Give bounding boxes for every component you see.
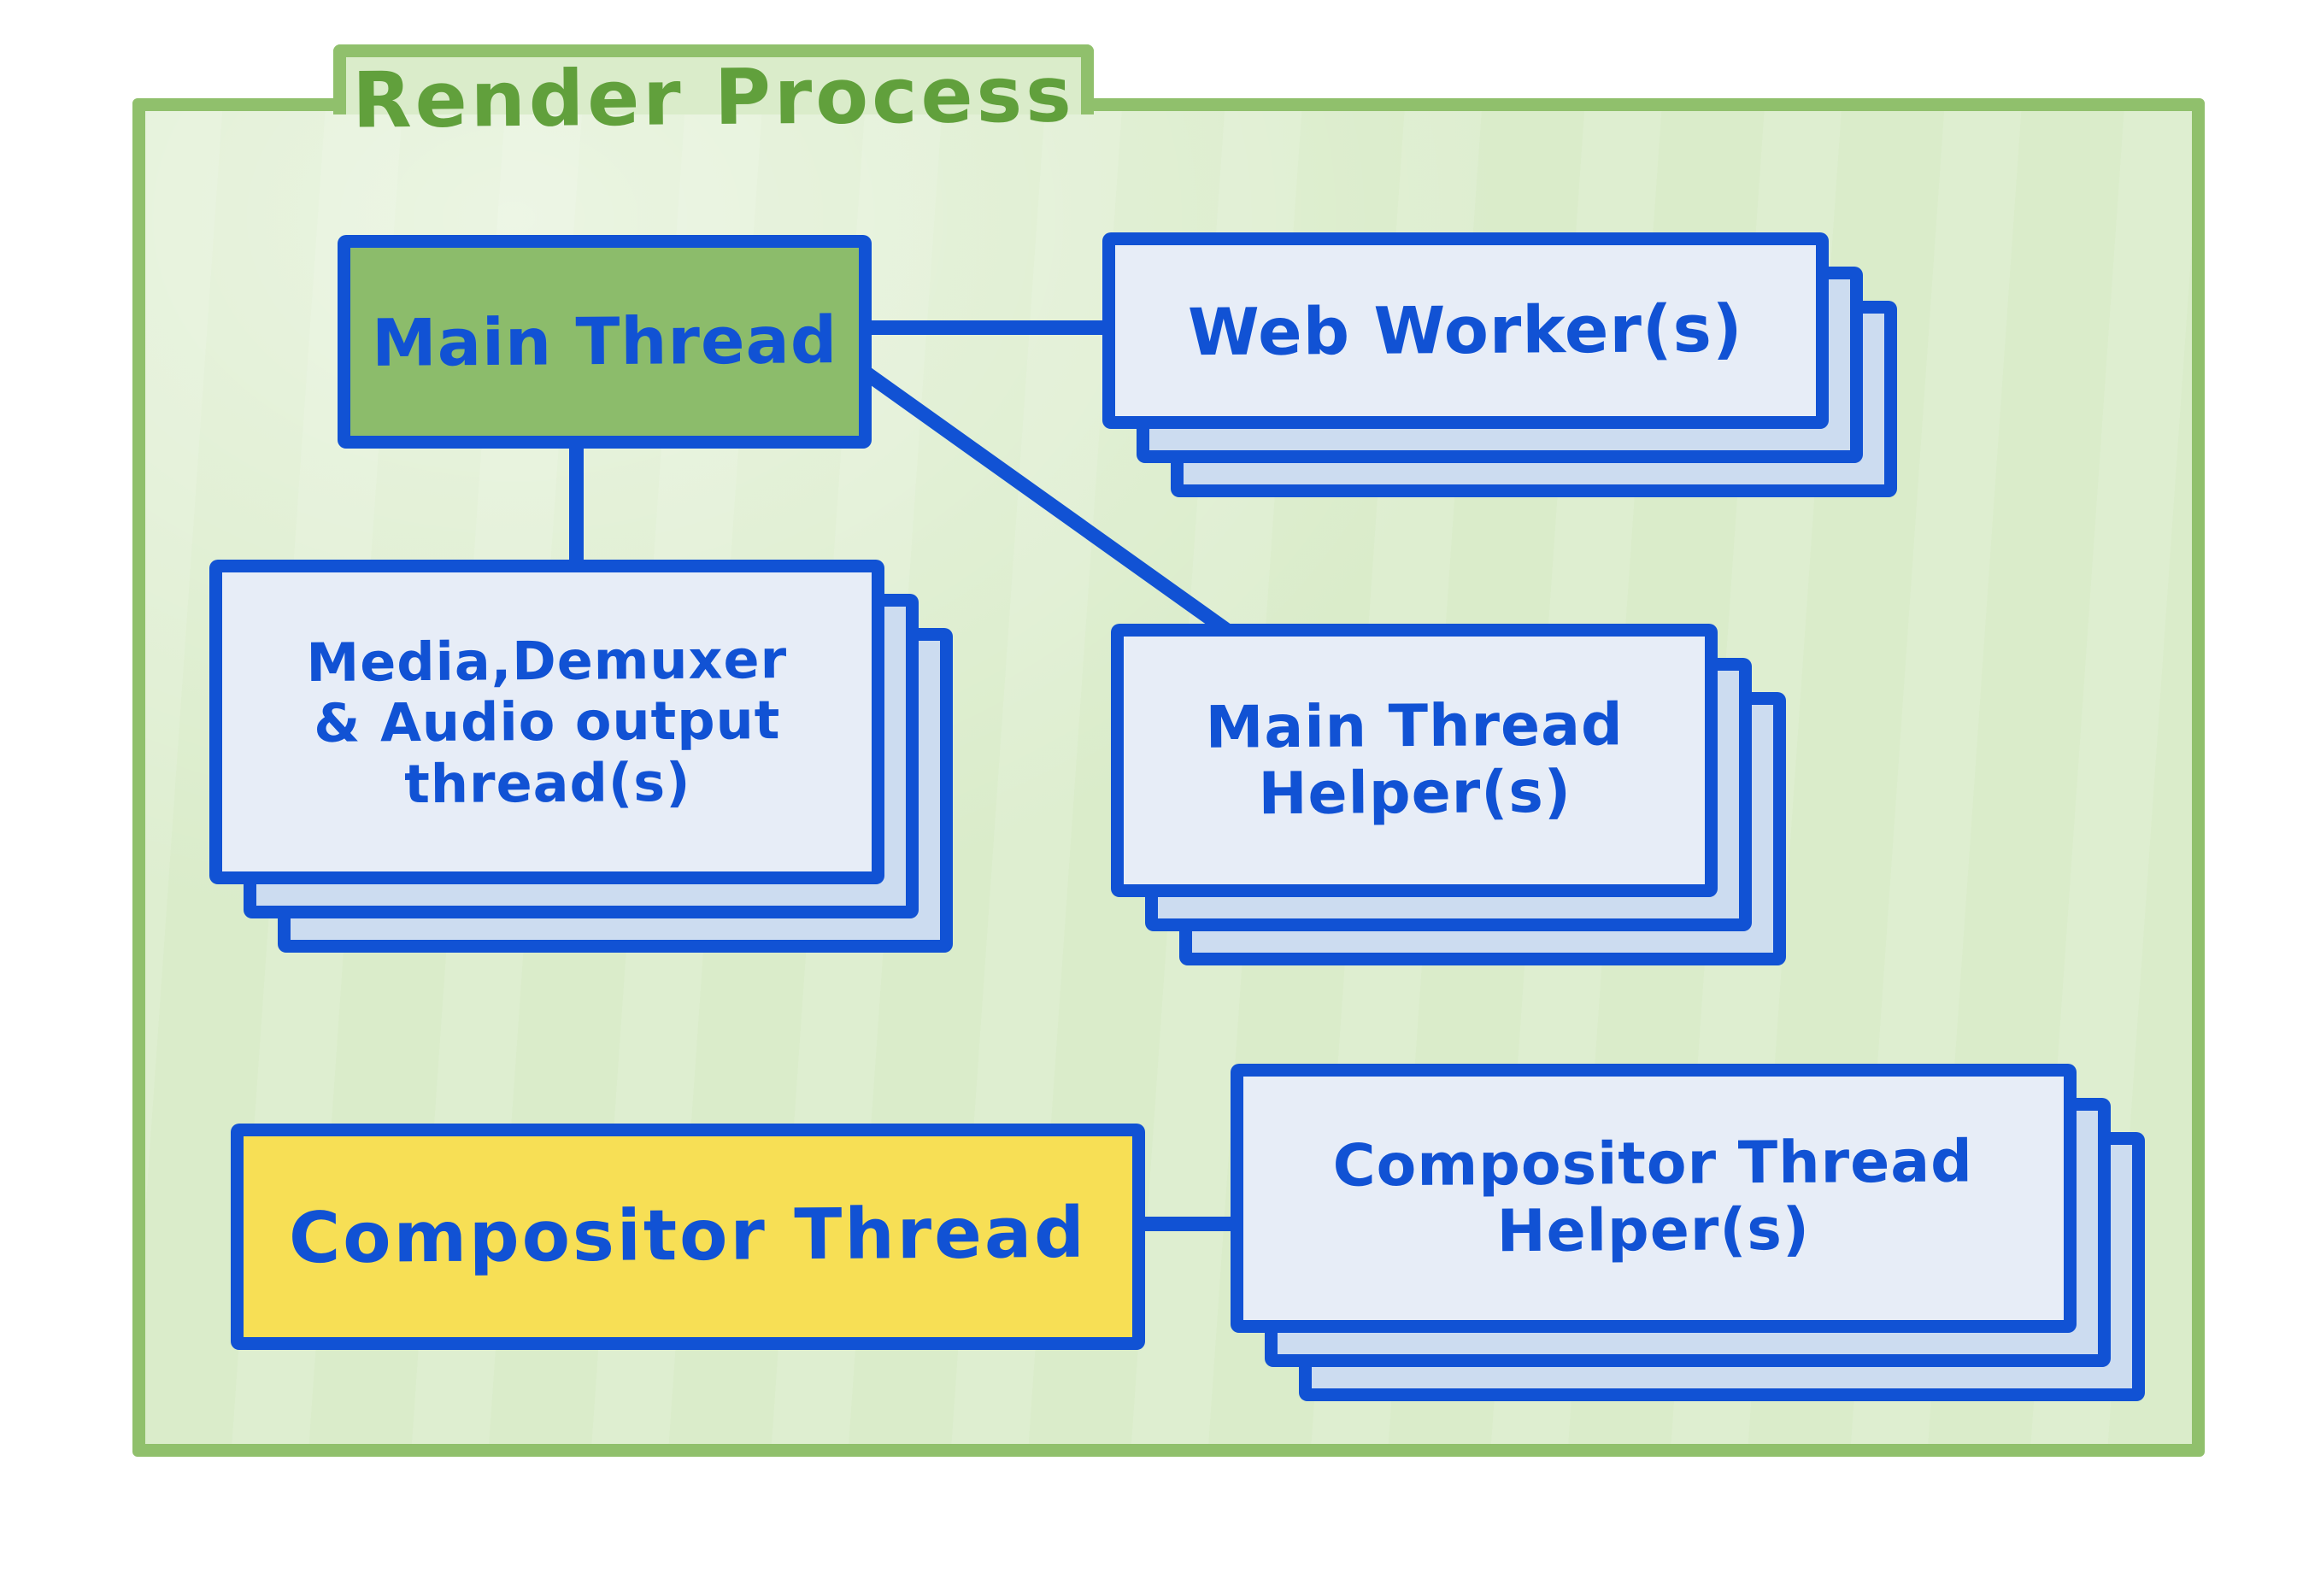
compositor-thread-helpers-box: Compositor Thread Helper(s): [1231, 1064, 2077, 1333]
media-threads-label-line-3: thread(s): [403, 750, 691, 815]
compositor-thread-helpers-label: Compositor Thread Helper(s): [1332, 1128, 1974, 1268]
compositor-thread-helpers-label-line-2: Helper(s): [1496, 1196, 1811, 1266]
main-thread-helpers-label-line-1: Main Thread: [1204, 691, 1624, 762]
web-workers-box: Web Worker(s): [1102, 232, 1829, 429]
main-thread-helpers-label-line-2: Helper(s): [1257, 758, 1571, 829]
node-media-threads: Media,Demuxer & Audio output thread(s): [209, 560, 953, 953]
node-main-thread: Main Thread: [338, 235, 872, 449]
node-web-workers: Web Worker(s): [1102, 232, 1897, 497]
node-compositor-thread-helpers: Compositor Thread Helper(s): [1231, 1064, 2145, 1401]
main-thread-helpers-box: Main Thread Helper(s): [1111, 624, 1718, 897]
diagram-title: Render Process: [351, 50, 1076, 146]
media-threads-label-line-1: Media,Demuxer: [305, 628, 788, 695]
node-main-thread-helpers: Main Thread Helper(s): [1111, 624, 1786, 965]
media-threads-label-line-2: & Audio output: [313, 689, 781, 755]
main-thread-box: Main Thread: [338, 235, 872, 449]
compositor-thread-label: Compositor Thread: [288, 1193, 1088, 1280]
node-compositor-thread: Compositor Thread: [231, 1124, 1145, 1350]
main-thread-label: Main Thread: [371, 302, 838, 382]
media-threads-box: Media,Demuxer & Audio output thread(s): [209, 560, 884, 884]
compositor-thread-helpers-label-line-1: Compositor Thread: [1332, 1128, 1974, 1200]
media-threads-label: Media,Demuxer & Audio output thread(s): [305, 628, 788, 815]
render-process-tab: [333, 44, 1094, 114]
edge-main-thread-to-web-workers: [859, 320, 1115, 335]
compositor-thread-box: Compositor Thread: [231, 1124, 1145, 1350]
edge-compositor-thread-to-compositor-thread-helpers: [1132, 1217, 1243, 1231]
edge-main-thread-to-media-threads: [569, 436, 584, 572]
web-workers-label: Web Worker(s): [1187, 290, 1744, 371]
main-thread-helpers-label: Main Thread Helper(s): [1204, 691, 1624, 829]
